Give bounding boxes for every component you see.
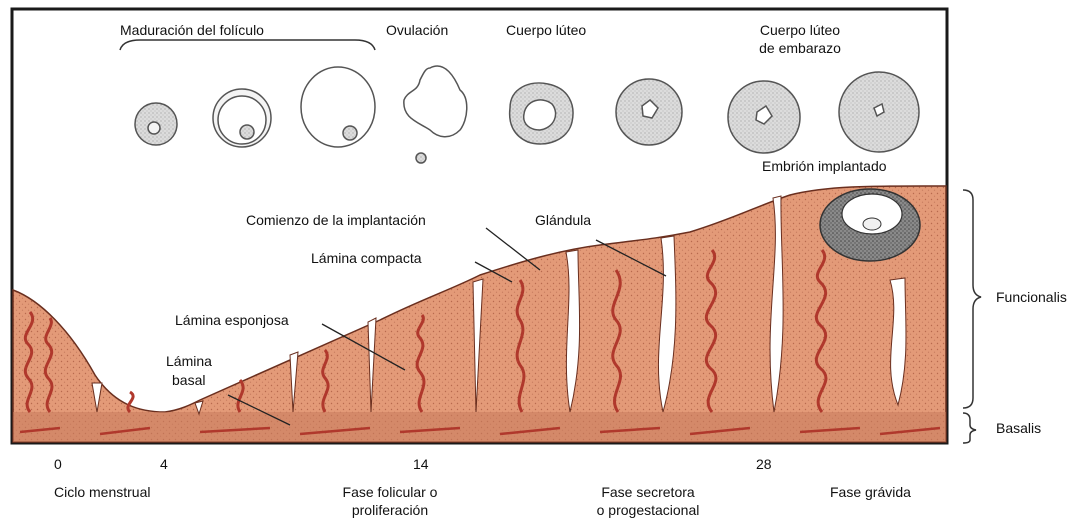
label-follicle-maturation: Maduración del folículo	[120, 22, 264, 39]
label-implantation-start: Comienzo de la implantación	[246, 212, 426, 229]
label-corpus-luteum-pregnancy-1: Cuerpo lúteo	[740, 22, 860, 39]
label-functionalis: Funcionalis	[996, 289, 1067, 305]
label-embryo-implanted: Embrión implantado	[762, 158, 887, 175]
phase-menstrual: Ciclo menstrual	[54, 484, 150, 501]
day-tick-4: 4	[160, 456, 168, 472]
label-corpus-luteum-pregnancy-2: de embarazo	[740, 40, 860, 57]
day-tick-0: 0	[54, 456, 62, 472]
phase-follicular-1: Fase folicular o	[320, 484, 460, 501]
phase-secretory-1: Fase secretora	[578, 484, 718, 501]
functionalis-brace	[963, 190, 981, 408]
phase-follicular-2: proliferación	[320, 502, 460, 519]
phase-gravid: Fase grávida	[830, 484, 911, 501]
follicle-mature	[301, 67, 375, 147]
endometrium-basalis	[13, 412, 946, 442]
label-ovulation: Ovulación	[386, 22, 448, 39]
basalis-brace	[963, 413, 976, 443]
label-basal-layer-1: Lámina	[166, 353, 212, 370]
day-tick-28: 28	[756, 456, 772, 472]
embryo-disc	[863, 218, 881, 230]
label-compact-layer: Lámina compacta	[311, 250, 422, 267]
phase-secretory-2: o progestacional	[578, 502, 718, 519]
label-gland: Glándula	[535, 212, 591, 229]
label-corpus-luteum: Cuerpo lúteo	[506, 22, 586, 39]
label-basal-layer-2: basal	[172, 372, 205, 389]
label-basalis: Basalis	[996, 420, 1041, 436]
label-spongy-layer: Lámina esponjosa	[175, 312, 289, 329]
day-tick-14: 14	[413, 456, 429, 472]
